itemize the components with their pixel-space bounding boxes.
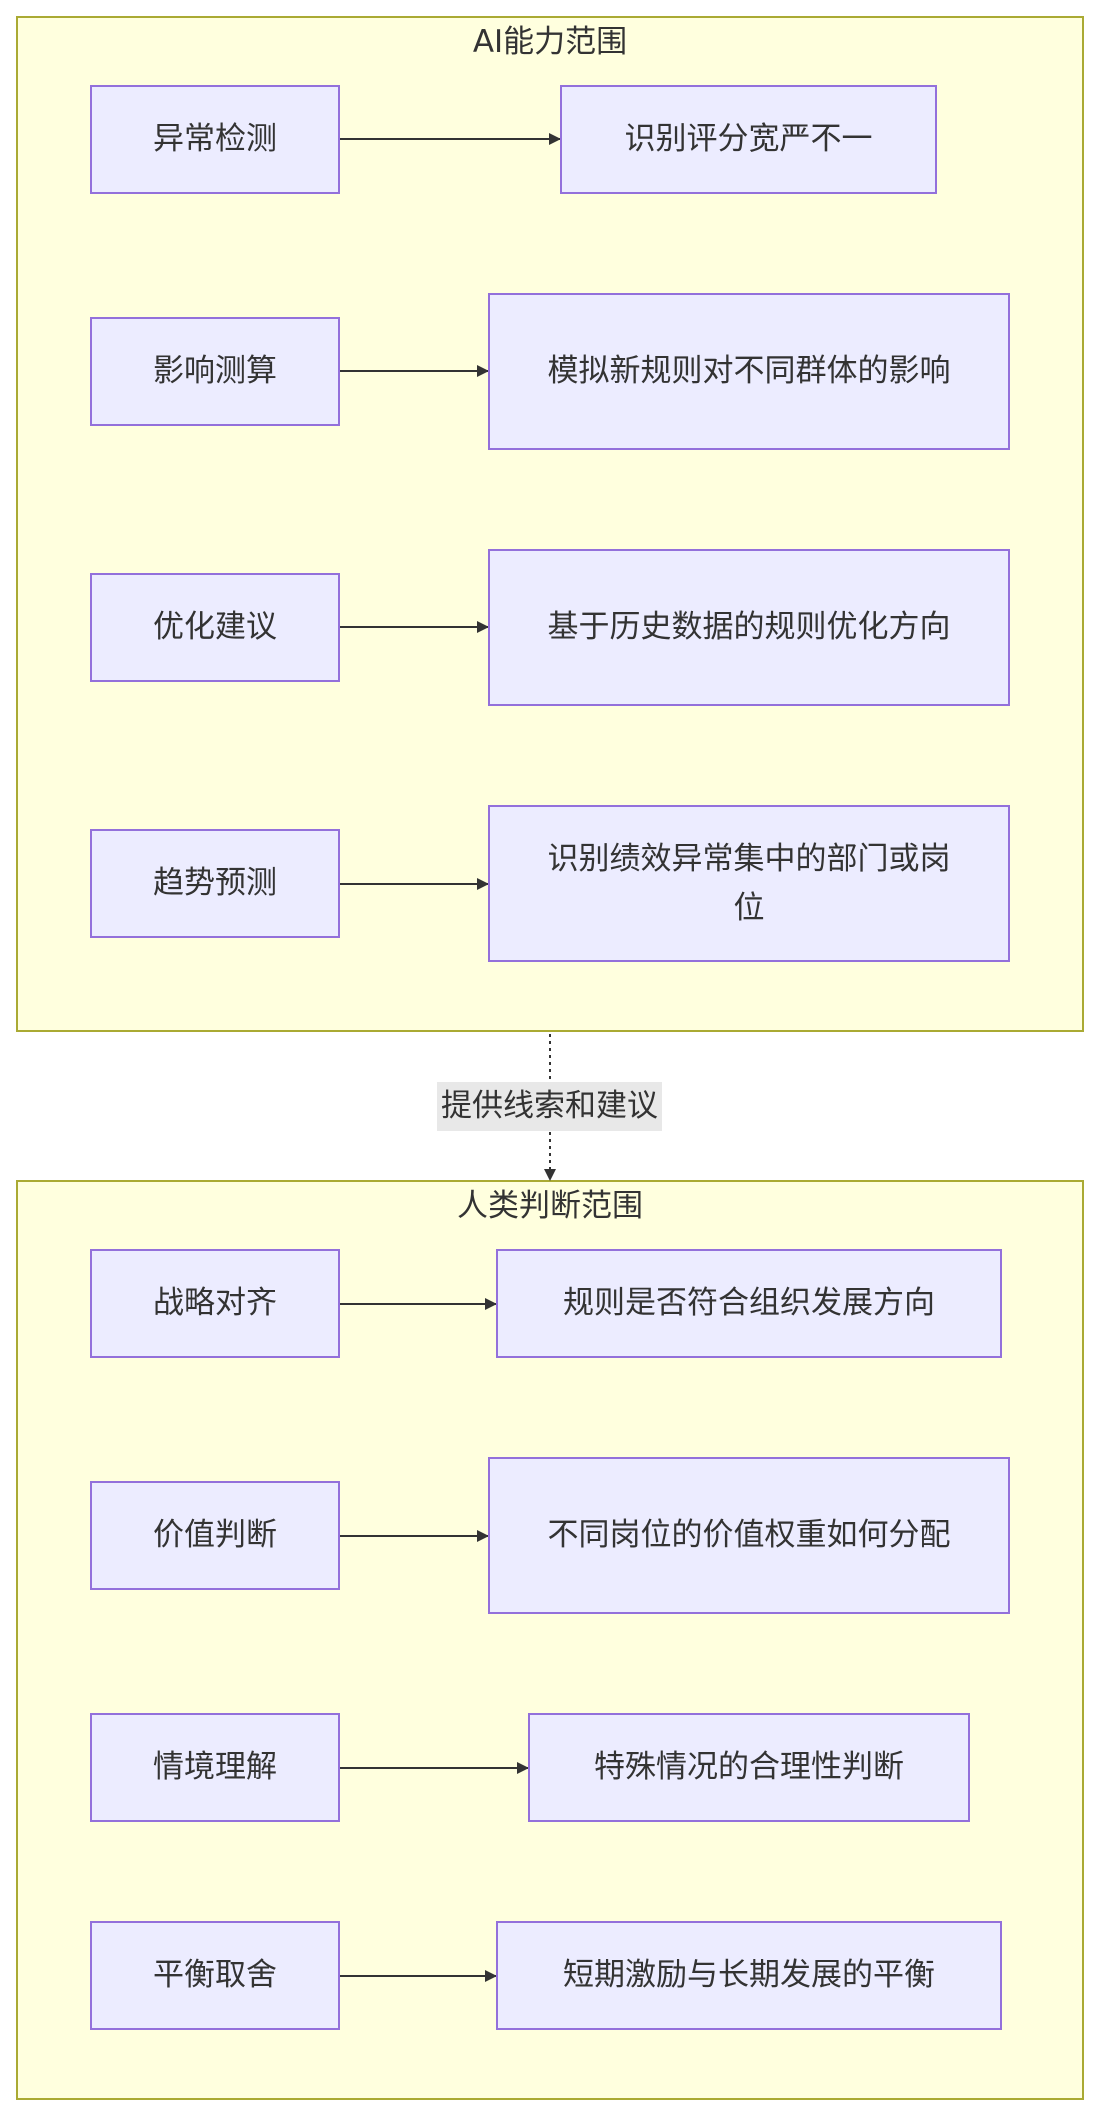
cluster-human-title: 人类判断范围 bbox=[457, 1188, 643, 1224]
node-context-understanding[interactable]: 情境理解 bbox=[90, 1713, 340, 1822]
node-strategic-alignment[interactable]: 战略对齐 bbox=[90, 1249, 340, 1358]
node-optimization-suggestion[interactable]: 优化建议 bbox=[90, 573, 340, 682]
node-history-based-optimization[interactable]: 基于历史数据的规则优化方向 bbox=[488, 549, 1010, 706]
node-value-judgment[interactable]: 价值判断 bbox=[90, 1481, 340, 1590]
edge-label-clues-suggestions: 提供线索和建议 bbox=[437, 1082, 662, 1131]
node-anomaly-detection[interactable]: 异常检测 bbox=[90, 85, 340, 194]
node-balance-tradeoff[interactable]: 平衡取舍 bbox=[90, 1921, 340, 2030]
node-short-long-term-balance[interactable]: 短期激励与长期发展的平衡 bbox=[496, 1921, 1002, 2030]
node-rule-fits-direction[interactable]: 规则是否符合组织发展方向 bbox=[496, 1249, 1002, 1358]
node-impact-estimation[interactable]: 影响测算 bbox=[90, 317, 340, 426]
node-position-value-weights[interactable]: 不同岗位的价值权重如何分配 bbox=[488, 1457, 1010, 1614]
node-special-case-judgment[interactable]: 特殊情况的合理性判断 bbox=[528, 1713, 970, 1822]
node-simulate-rule-impact[interactable]: 模拟新规则对不同群体的影响 bbox=[488, 293, 1010, 450]
node-identify-scoring-inconsistency[interactable]: 识别评分宽严不一 bbox=[560, 85, 937, 194]
node-identify-anomaly-departments[interactable]: 识别绩效异常集中的部门或岗位 bbox=[488, 805, 1010, 962]
cluster-ai-title: AI能力范围 bbox=[472, 24, 628, 60]
node-trend-prediction[interactable]: 趋势预测 bbox=[90, 829, 340, 938]
